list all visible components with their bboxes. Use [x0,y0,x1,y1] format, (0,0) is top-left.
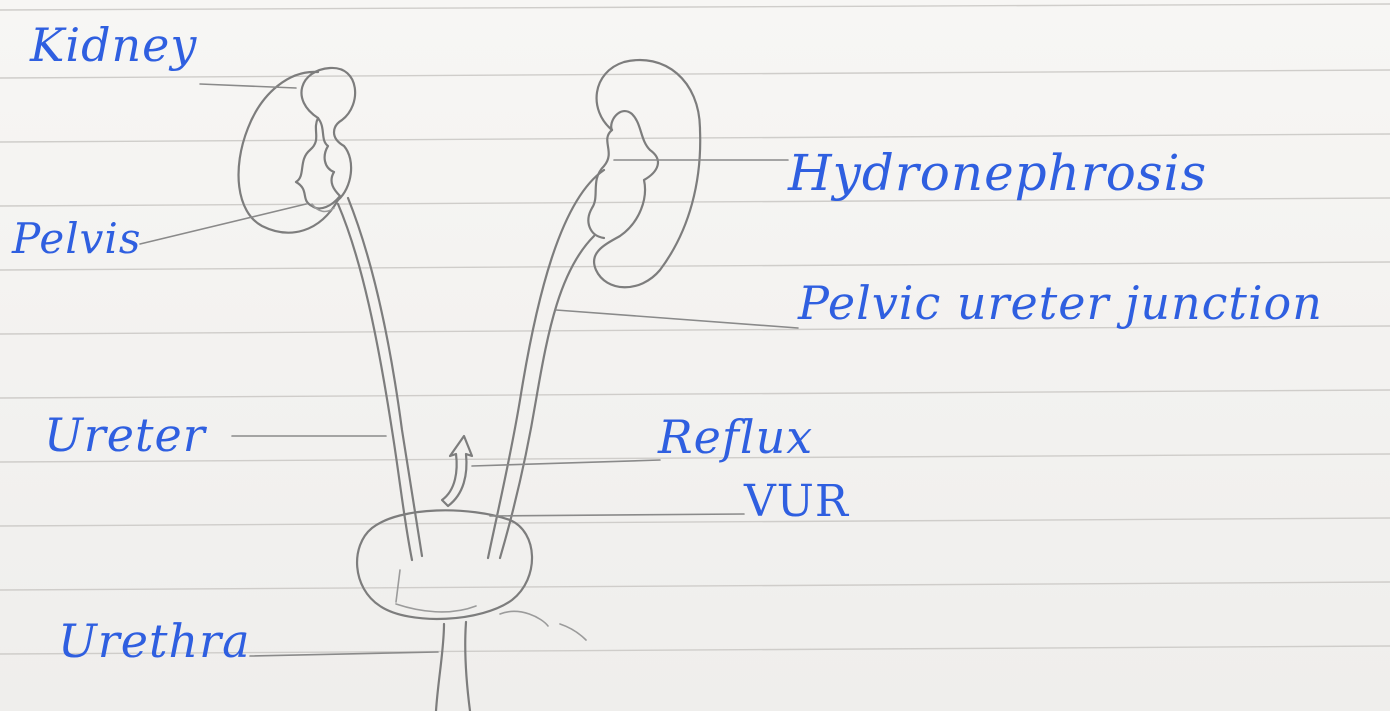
puj-leader-line [556,310,798,328]
ureter-label: Ureter [44,412,206,458]
urethra [436,624,444,711]
vur-label: VUR [744,480,849,524]
left-ureter [338,204,412,560]
kidney-label: Kidney [30,22,197,68]
bladder [357,510,532,619]
pelvic-ureter-junction-label: Pelvic ureter junction [798,280,1323,326]
left-kidney-outline [239,68,356,233]
hydronephrosis-label: Hydronephrosis [788,148,1207,198]
pelvis-leader-line [140,204,306,244]
right-dilated-pelvis [588,130,612,238]
pelvis-label: Pelvis [12,218,141,260]
kidney-leader-line [200,84,296,88]
reflux-leader-line [472,460,660,466]
urethra-label: Urethra [58,618,251,664]
reflux-label: Reflux [658,414,813,460]
right-kidney-outline [594,60,700,287]
reflux-arrow [442,436,472,506]
urethra-leader-line [250,652,438,656]
vur-leader-line [490,514,744,516]
right-ureter [488,170,604,558]
